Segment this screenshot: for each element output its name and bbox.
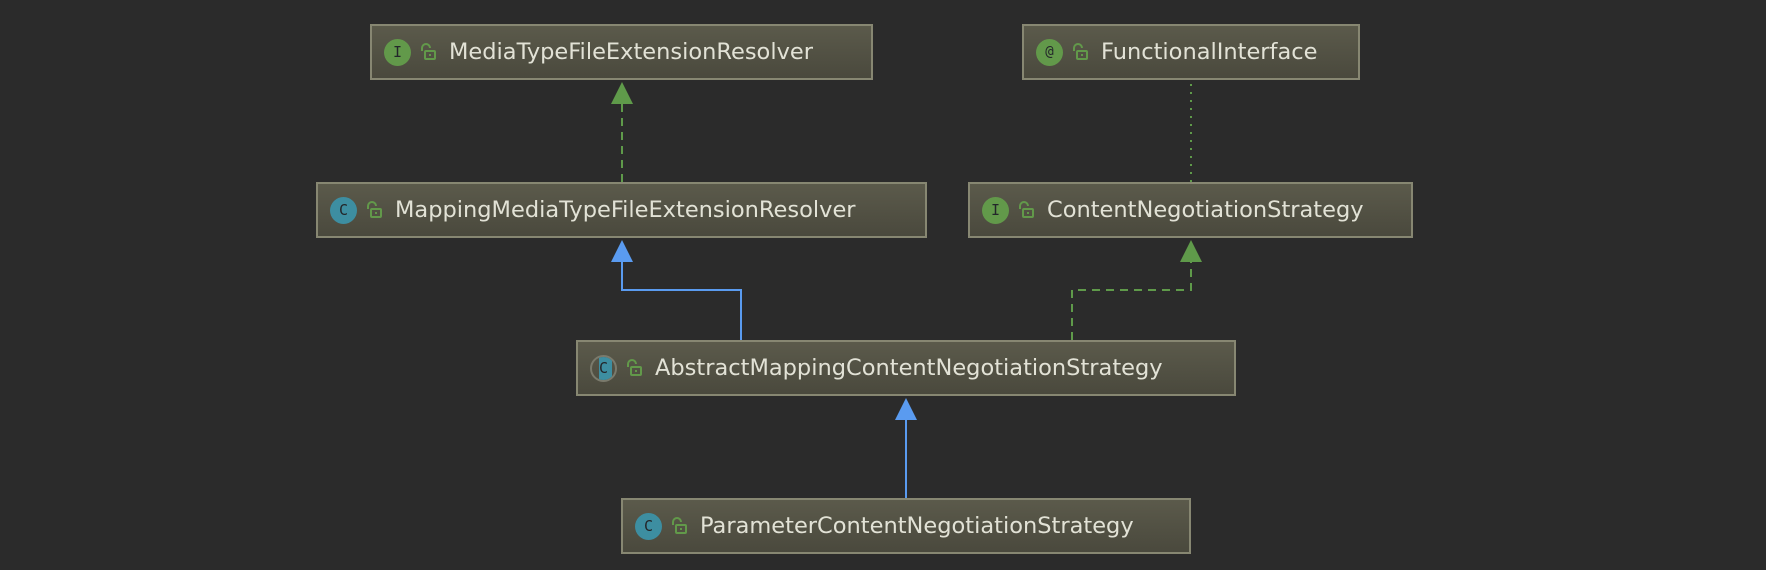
public-lock-icon [627,359,642,376]
node-media-type-file-extension-resolver[interactable]: I MediaTypeFileExtensionResolver [370,24,873,80]
node-parameter-content-negotiation-strategy[interactable]: C ParameterContentNegotiationStrategy [621,498,1191,554]
node-label: AbstractMappingContentNegotiationStrateg… [655,355,1163,381]
implements-arrowhead [1180,240,1202,262]
public-lock-icon [367,201,382,218]
class-badge-icon: C [330,196,357,224]
interface-badge-icon: I [982,196,1009,224]
edge-mapping-resolver-implements-media-type-resolver [611,82,633,182]
node-label: ParameterContentNegotiationStrategy [700,513,1134,539]
interface-badge-icon: I [384,38,411,66]
implements-arrowhead [611,82,633,104]
node-label: MediaTypeFileExtensionResolver [449,39,813,65]
abstract-class-badge-icon: C [590,354,617,382]
node-abstract-mapping-content-negotiation-strategy[interactable]: C AbstractMappingContentNegotiationStrat… [576,340,1236,396]
class-badge-icon: C [635,512,662,540]
abstract-badge-fill [599,356,612,380]
extends-arrowhead [895,398,917,420]
node-content-negotiation-strategy[interactable]: I ContentNegotiationStrategy [968,182,1413,238]
node-label: ContentNegotiationStrategy [1047,197,1364,223]
extends-arrowhead [611,240,633,262]
public-lock-icon [421,43,436,60]
badge-letter: @ [1045,44,1054,60]
public-lock-icon [1073,43,1088,60]
edge-parameter-strategy-extends-abstract-strategy [895,398,917,498]
badge-letter: C [338,201,349,219]
node-label: MappingMediaTypeFileExtensionResolver [395,197,856,223]
public-lock-icon [672,517,687,534]
public-lock-icon [1019,201,1034,218]
badge-letter: I [990,201,1001,219]
badge-letter: I [392,43,403,61]
badge-letter: C [643,517,654,535]
edge-abstract-strategy-extends-mapping-resolver [611,240,742,340]
node-functional-interface[interactable]: @ FunctionalInterface [1022,24,1360,80]
node-mapping-media-type-file-extension-resolver[interactable]: C MappingMediaTypeFileExtensionResolver [316,182,927,238]
badge-letter: C [598,359,609,377]
node-label: FunctionalInterface [1101,39,1318,65]
annotation-badge-icon: @ [1036,38,1063,66]
edge-abstract-strategy-implements-content-strategy [1071,240,1202,340]
